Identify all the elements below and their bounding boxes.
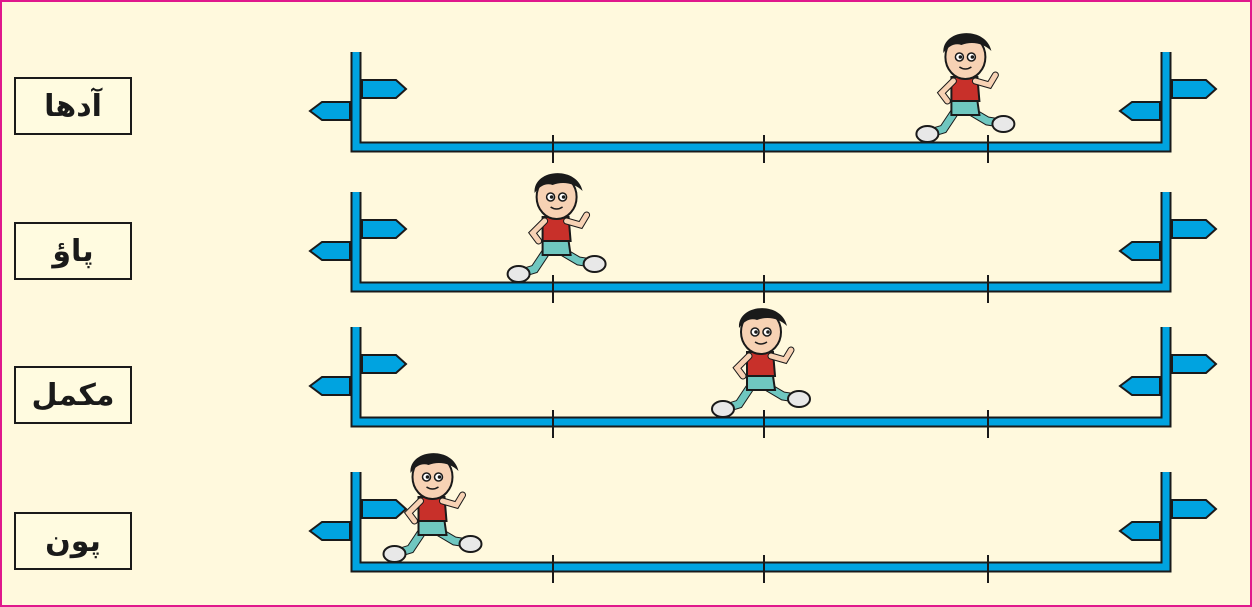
left-arrow-sign-icon [310,102,350,120]
right-arrow-sign-icon [1172,355,1216,373]
right-arrow-sign-icon [1172,500,1216,518]
left-arrow-sign-icon [310,522,350,540]
left-arrow-sign-icon [1120,522,1160,540]
left-arrow-sign-icon [310,242,350,260]
left-arrow-sign-icon [1120,377,1160,395]
right-arrow-sign-icon [362,355,406,373]
track-row-0 [310,33,1216,163]
right-arrow-sign-icon [1172,220,1216,238]
track-row-3 [310,453,1216,583]
right-arrow-sign-icon [362,220,406,238]
track-outline [356,192,1166,287]
running-boy-icon [712,308,810,417]
right-arrow-sign-icon [362,80,406,98]
track-outline [356,472,1166,567]
track-line [356,192,1166,287]
track-row-1 [310,173,1216,303]
right-arrow-sign-icon [362,500,406,518]
running-boy-icon [508,173,606,282]
left-arrow-sign-icon [1120,102,1160,120]
track-row-2 [310,308,1216,438]
running-boy-icon [916,33,1014,142]
track-outline [356,52,1166,147]
track-line [356,472,1166,567]
right-arrow-sign-icon [1172,80,1216,98]
left-arrow-sign-icon [310,377,350,395]
left-arrow-sign-icon [1120,242,1160,260]
track-line [356,52,1166,147]
